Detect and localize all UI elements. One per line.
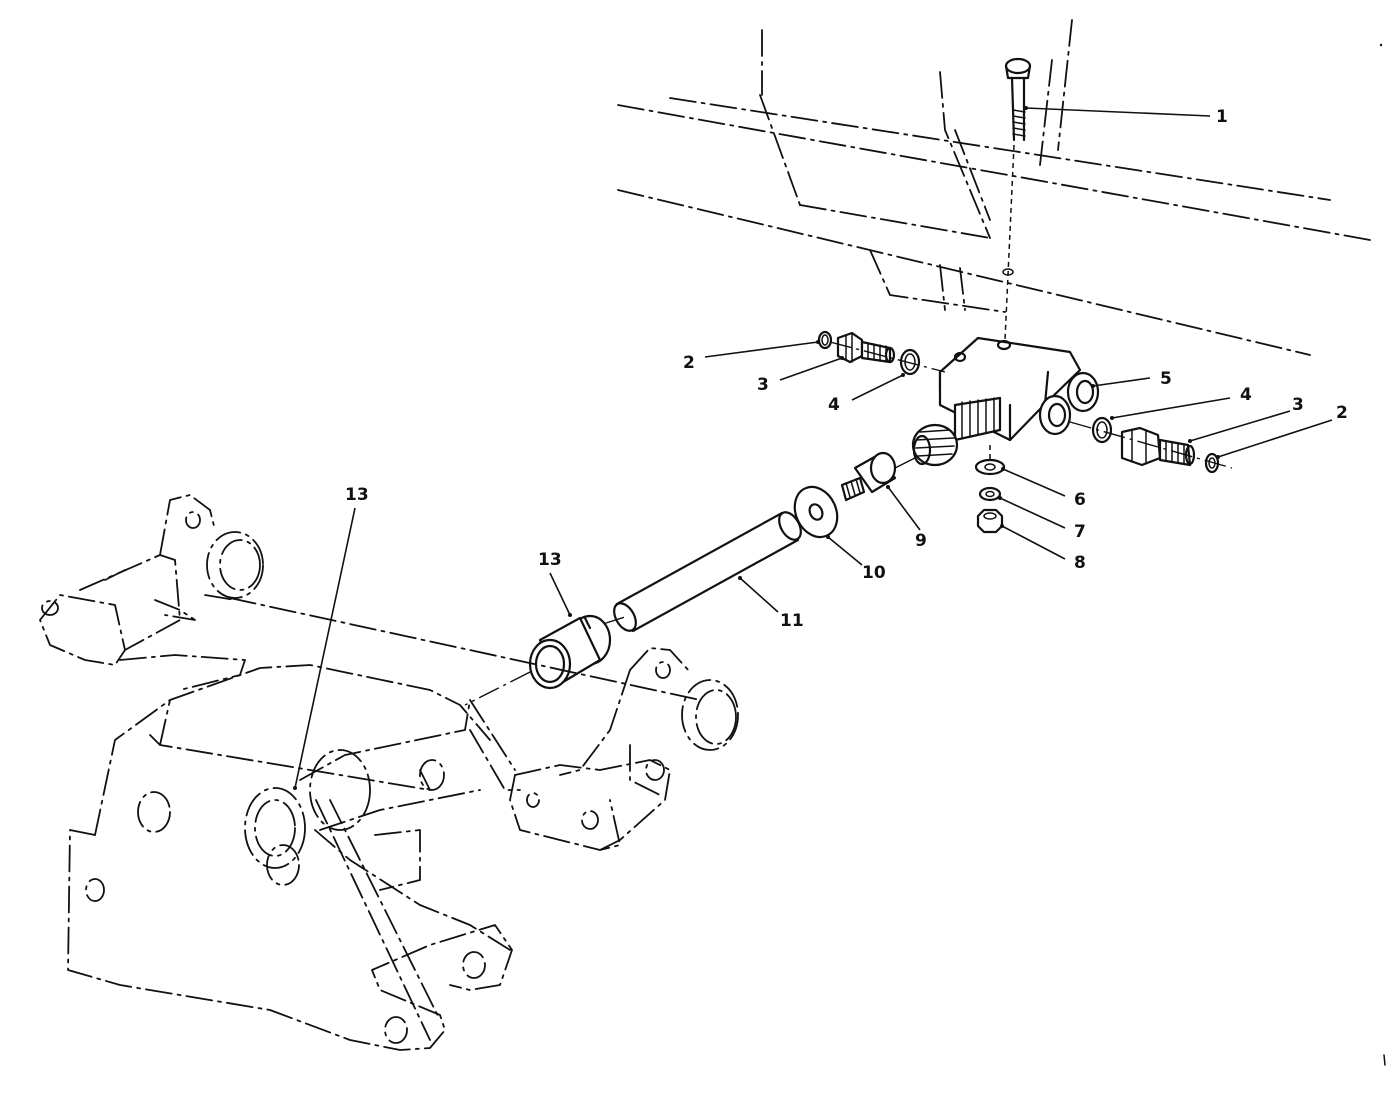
o-ring-2-right — [1204, 452, 1220, 474]
o-ring-4-left — [899, 348, 921, 376]
callout-13-mid: 13 — [538, 550, 562, 570]
page-mark — [1383, 1054, 1386, 1066]
assembly-centerline — [464, 671, 531, 706]
right-fittings — [1069, 416, 1233, 474]
callout-1: 1 — [1216, 107, 1228, 127]
callout-5: 5 — [1160, 369, 1172, 389]
valve-body-5 — [911, 336, 1100, 467]
lock-washer-7 — [978, 486, 1002, 502]
callout-13-top: 13 — [345, 485, 369, 505]
callout-10: 10 — [862, 563, 886, 583]
callout-6: 6 — [1074, 490, 1086, 510]
callout-11: 11 — [780, 611, 804, 631]
page-speck — [1379, 43, 1383, 47]
frame-phantom — [617, 19, 1371, 356]
washer-6 — [974, 458, 1006, 476]
callout-3-left: 3 — [757, 375, 769, 395]
pin-11 — [602, 511, 802, 633]
stop-9 — [840, 451, 916, 502]
fitting-3-left — [836, 331, 896, 364]
callout-4-left: 4 — [828, 395, 840, 415]
left-fittings — [817, 330, 946, 376]
hardware-6-7-8 — [974, 458, 1006, 534]
lower-bracket-assembly — [39, 494, 739, 1051]
fitting-3-right — [1120, 426, 1196, 467]
callout-2-left: 2 — [683, 353, 695, 373]
callout-4-right: 4 — [1240, 385, 1252, 405]
bolt-1 — [1002, 57, 1032, 341]
callout-2-right: 2 — [1336, 403, 1348, 423]
callout-8: 8 — [1074, 553, 1086, 573]
callout-3-right: 3 — [1292, 395, 1304, 415]
leader-lines — [293, 106, 1333, 790]
callout-9: 9 — [915, 531, 927, 551]
o-ring-4-right — [1091, 416, 1113, 444]
o-ring-2-left — [817, 330, 833, 350]
callout-labels: 1 2 3 4 5 4 3 2 6 7 8 9 10 11 13 13 — [345, 107, 1348, 631]
callout-7: 7 — [1074, 522, 1086, 542]
